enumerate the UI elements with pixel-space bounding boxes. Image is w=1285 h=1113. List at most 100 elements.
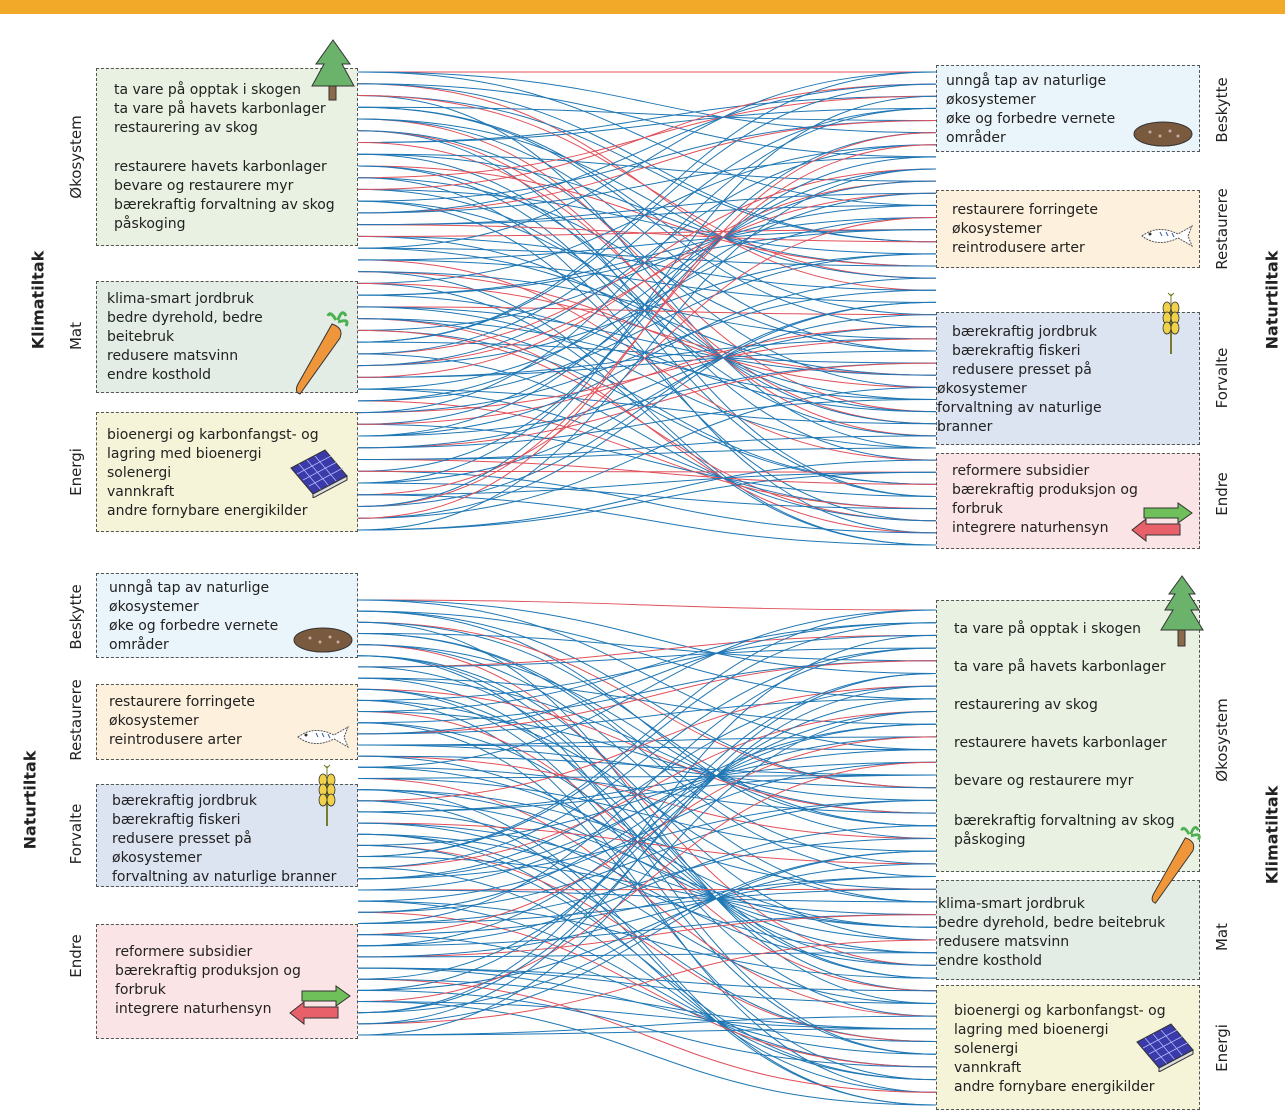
- link-line: [357, 911, 937, 1068]
- link-line: [357, 118, 937, 279]
- link-line: [357, 165, 937, 425]
- link-line: [357, 471, 937, 496]
- group-label-okosystem: Økosystem: [1213, 698, 1231, 782]
- top-right-title: Naturtiltak: [1262, 250, 1282, 350]
- link-line: [357, 204, 937, 226]
- link-line: [357, 621, 937, 789]
- fish-icon: [297, 725, 349, 749]
- list-item: forvaltning av naturlige branner: [112, 869, 337, 885]
- link-line: [357, 634, 937, 1014]
- link-line: [357, 94, 937, 449]
- link-line: [357, 647, 937, 668]
- group-label-beskytte: Beskytte: [67, 584, 85, 650]
- bottom-right-title: Klimatiltak: [1262, 785, 1282, 885]
- list-item: restaurere forringete: [952, 202, 1098, 218]
- link-line: [357, 94, 937, 279]
- list-item: områder: [946, 130, 1006, 146]
- link-line: [357, 95, 937, 143]
- list-item: redusere presset på: [952, 362, 1092, 378]
- link-line: [357, 132, 937, 484]
- bottom-left-title: Naturtiltak: [20, 750, 40, 850]
- link-line: [357, 711, 937, 1036]
- box-restaurere: restaurere forringete økosystemer reintr…: [96, 684, 358, 760]
- link-line: [357, 229, 937, 296]
- list-item: andre fornybare energikilder: [954, 1079, 1155, 1095]
- link-line: [357, 107, 937, 414]
- group-label-endre: Endre: [1213, 472, 1231, 516]
- link-line: [357, 799, 937, 913]
- link-line: [357, 362, 937, 437]
- fish-icon: [1141, 224, 1193, 248]
- list-item: branner: [937, 419, 993, 435]
- link-line: [357, 722, 937, 966]
- group-label-restaurere: Restaurere: [67, 679, 85, 761]
- link-line: [357, 71, 937, 249]
- link-line: [357, 914, 937, 958]
- link-line: [357, 188, 937, 255]
- carrot-icon: [295, 311, 349, 395]
- link-line: [357, 978, 937, 1030]
- list-item: redusere matsvinn: [938, 934, 1070, 950]
- top-left-title: Klimatiltak: [28, 250, 48, 350]
- list-item: solenergi: [954, 1041, 1019, 1057]
- link-line: [357, 277, 937, 437]
- link-line: [357, 423, 937, 497]
- list-item: ta vare på havets karbonlager: [114, 101, 326, 117]
- link-line: [357, 833, 937, 1093]
- link-line: [357, 132, 937, 519]
- link-line: [357, 388, 937, 425]
- list-item: forbruk: [115, 982, 166, 998]
- link-line: [357, 301, 937, 508]
- link-line: [357, 952, 937, 958]
- link-line: [357, 688, 937, 1055]
- list-item: bærekraftig produksjon og: [952, 482, 1138, 498]
- link-line: [357, 822, 937, 865]
- link-line: [357, 341, 937, 364]
- link-line: [357, 736, 937, 880]
- link-line: [357, 711, 937, 947]
- group-label-forvalte: Forvalte: [1213, 347, 1231, 409]
- list-item: bedre dyrehold, bedre beitebruk: [938, 915, 1166, 931]
- link-line: [357, 621, 937, 1004]
- link-line: [357, 822, 937, 928]
- link-line: [357, 294, 937, 413]
- list-item: endre kosthold: [107, 367, 212, 383]
- link-line: [357, 744, 937, 751]
- list-item: områder: [109, 637, 169, 653]
- list-item: integrere naturhensyn: [952, 520, 1109, 536]
- link-line: [357, 447, 937, 461]
- link-line: [357, 888, 937, 891]
- link-line: [357, 471, 937, 531]
- link-line: [357, 967, 937, 992]
- link-line: [357, 362, 937, 449]
- link-line: [357, 95, 937, 508]
- box-restaurere: restaurere forringete økosystemer reintr…: [936, 190, 1200, 268]
- link-line: [357, 217, 937, 296]
- list-item: lagring med bioenergi: [107, 446, 262, 462]
- link-line: [357, 314, 937, 484]
- link-line: [357, 632, 937, 865]
- box-endre: reformere subsidier bærekraftig produksj…: [96, 924, 358, 1039]
- link-line: [357, 168, 937, 531]
- link-line: [357, 165, 937, 497]
- link-line: [357, 306, 937, 449]
- list-item: bærekraftig forvaltning av skog: [954, 813, 1175, 829]
- list-item: bioenergi og karbonfangst- og: [107, 427, 319, 443]
- list-item: bevare og restaurere myr: [114, 178, 294, 194]
- link-line: [357, 253, 937, 402]
- link-line: [357, 247, 937, 267]
- link-line: [357, 711, 937, 801]
- link-line: [357, 761, 937, 813]
- link-line: [357, 71, 937, 206]
- link-line: [357, 889, 937, 903]
- link-line: [357, 632, 937, 878]
- list-item: restaurering av skog: [954, 697, 1098, 713]
- link-line: [357, 435, 937, 461]
- link-line: [357, 259, 937, 303]
- list-item: klima-smart jordbruk: [938, 896, 1085, 912]
- link-line: [357, 660, 937, 724]
- list-item: bærekraftig jordbruk: [952, 324, 1098, 340]
- list-item: økosystemer: [946, 92, 1036, 108]
- link-line: [357, 229, 937, 237]
